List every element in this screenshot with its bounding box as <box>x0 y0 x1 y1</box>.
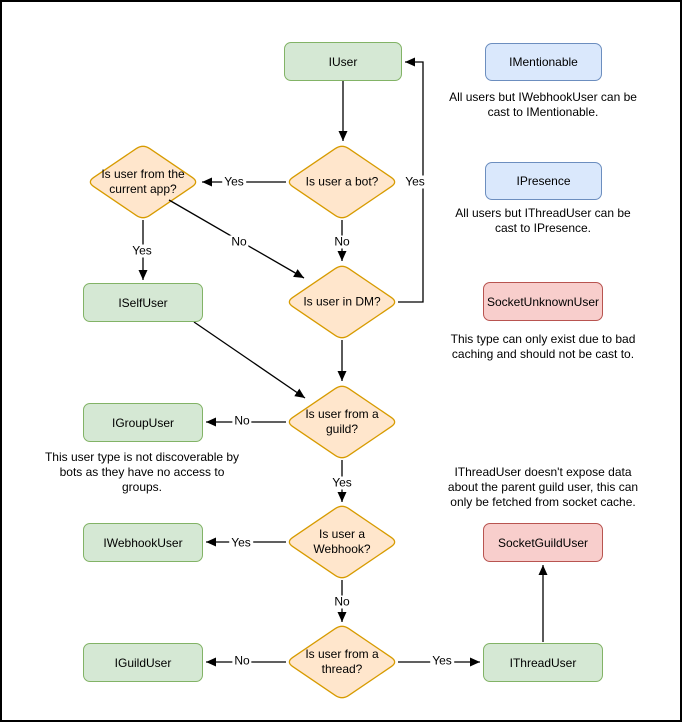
decision-from-guild-shape <box>288 385 396 459</box>
edge-label-guild-yes: Yes <box>330 475 354 490</box>
node-imentionable: IMentionable <box>485 43 602 81</box>
node-iwebhookuser: IWebhookUser <box>83 523 203 562</box>
decision-from-current-app-label: Is user from the current app? <box>101 167 185 196</box>
edge-label-thread-no: No <box>232 653 252 668</box>
edge-label-bot-no: No <box>332 234 352 249</box>
edge-label-webhook-yes: Yes <box>229 535 253 550</box>
decision-in-dm-label: Is user in DM? <box>303 294 381 309</box>
node-iuser: IUser <box>284 42 402 81</box>
note-imentionable: All users but IWebhookUser can be cast t… <box>449 90 637 119</box>
node-igroupuser: IGroupUser <box>83 403 203 442</box>
note-ithreaduser: IThreadUser doesn't expose data about th… <box>447 465 639 509</box>
edge-label-thread-yes: Yes <box>430 653 454 668</box>
edge-label-guild-no: No <box>232 413 252 428</box>
decision-from-thread-shape <box>288 625 396 699</box>
node-iguilduser: IGuildUser <box>83 643 203 682</box>
node-ipresence: IPresence <box>485 162 602 200</box>
edge-label-webhook-no: No <box>332 594 352 609</box>
decision-from-thread-label: Is user from a thread? <box>305 647 379 676</box>
edge-label-app-no: No <box>229 234 249 249</box>
decision-is-webhook-label: Is user a Webhook? <box>313 527 371 556</box>
note-igroupuser: This user type is not discoverable by bo… <box>44 450 240 494</box>
edge-label-dm-yes: Yes <box>403 174 427 189</box>
decision-is-webhook-shape <box>288 505 396 579</box>
decision-is-bot-label: Is user a bot? <box>305 174 379 189</box>
node-ithreaduser: IThreadUser <box>483 643 603 682</box>
node-socketunknownuser: SocketUnknownUser <box>483 282 603 321</box>
edge-label-bot-yes: Yes <box>222 174 246 189</box>
note-socketunknownuser: This type can only exist due to bad cach… <box>450 332 636 361</box>
decision-from-guild-label: Is user from a guild? <box>305 407 379 436</box>
edge-selfuser-to-guild <box>193 321 306 399</box>
decision-is-bot-shape <box>288 145 396 219</box>
note-ipresence: All users but IThreadUser can be cast to… <box>455 206 631 235</box>
edge-label-app-yes: Yes <box>130 243 154 258</box>
node-socketguilduser: SocketGuildUser <box>483 523 603 562</box>
node-iselfuser: ISelfUser <box>83 283 203 322</box>
decision-in-dm-shape <box>288 265 396 339</box>
